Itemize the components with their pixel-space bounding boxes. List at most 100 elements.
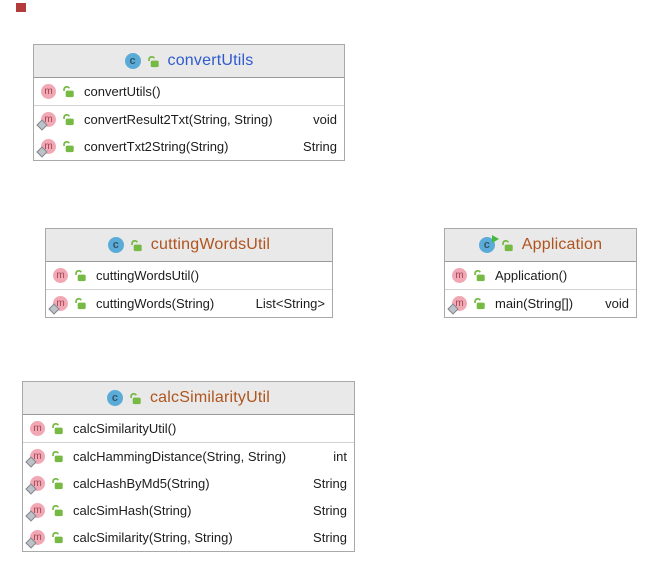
method-icon-letter: m bbox=[455, 298, 464, 309]
member-name: cuttingWords(String) bbox=[96, 296, 215, 311]
unlocked-padlock-icon bbox=[74, 297, 87, 310]
member-name: calcSimilarityUtil() bbox=[73, 421, 177, 436]
member-row[interactable]: m calcSimilarityUtil() bbox=[23, 415, 354, 442]
member-return-type: String bbox=[313, 476, 347, 491]
unlocked-padlock-icon bbox=[473, 297, 486, 310]
member-row[interactable]: m Application() bbox=[445, 262, 636, 289]
run-arrow-icon bbox=[491, 235, 499, 243]
member-name: convertUtils() bbox=[84, 84, 161, 99]
unlocked-padlock-icon bbox=[501, 239, 514, 252]
constructor-section: m cuttingWordsUtil() bbox=[46, 262, 332, 289]
member-row[interactable]: m cuttingWordsUtil() bbox=[46, 262, 332, 289]
method-icon-letter: m bbox=[33, 505, 42, 516]
static-method-icon: m bbox=[48, 296, 68, 315]
constructor-section: m Application() bbox=[445, 262, 636, 289]
member-name: convertResult2Txt(String, String) bbox=[84, 112, 273, 127]
member-return-type: void bbox=[605, 296, 629, 311]
class-header[interactable]: c calcSimilarityUtil bbox=[23, 382, 354, 415]
unlocked-padlock-icon bbox=[51, 422, 64, 435]
unlocked-padlock-icon bbox=[74, 269, 87, 282]
method-icon-letter: m bbox=[56, 270, 65, 281]
member-row[interactable]: m convertTxt2String(String) String bbox=[34, 133, 344, 160]
method-icon-letter: m bbox=[33, 478, 42, 489]
member-return-type: int bbox=[333, 449, 347, 464]
methods-section: m main(String[]) void bbox=[445, 289, 636, 317]
static-method-icon: m bbox=[36, 112, 56, 131]
member-row[interactable]: m cuttingWords(String) List<String> bbox=[46, 290, 332, 317]
method-icon: m bbox=[452, 268, 467, 283]
class-title: cuttingWordsUtil bbox=[150, 236, 271, 253]
member-row[interactable]: m calcSimilarity(String, String) String bbox=[23, 524, 354, 551]
class-box-cuttingwordsutil[interactable]: c cuttingWordsUtil m cuttingWordsUtil() … bbox=[45, 228, 333, 318]
member-name: Application() bbox=[495, 268, 568, 283]
member-return-type: List<String> bbox=[255, 296, 325, 311]
class-box-convertutils[interactable]: c convertUtils m convertUtils() m conver… bbox=[33, 44, 345, 161]
method-icon: m bbox=[53, 268, 68, 283]
member-row[interactable]: m convertResult2Txt(String, String) void bbox=[34, 106, 344, 133]
class-icon-letter: c bbox=[483, 239, 490, 251]
methods-section: m convertResult2Txt(String, String) void… bbox=[34, 105, 344, 160]
member-name: calcSimilarity(String, String) bbox=[73, 530, 233, 545]
member-name: cuttingWordsUtil() bbox=[96, 268, 200, 283]
static-method-icon: m bbox=[25, 530, 45, 549]
class-header[interactable]: c cuttingWordsUtil bbox=[46, 229, 332, 262]
runnable-class-icon: c bbox=[478, 235, 499, 253]
member-return-type: void bbox=[313, 112, 337, 127]
member-name: convertTxt2String(String) bbox=[84, 139, 229, 154]
member-return-type: String bbox=[313, 530, 347, 545]
method-icon-letter: m bbox=[33, 423, 42, 434]
member-name: main(String[]) bbox=[495, 296, 574, 311]
member-row[interactable]: m calcHammingDistance(String, String) in… bbox=[23, 443, 354, 470]
method-icon-letter: m bbox=[44, 86, 53, 97]
unlocked-padlock-icon bbox=[147, 55, 160, 68]
member-row[interactable]: m calcHashByMd5(String) String bbox=[23, 470, 354, 497]
class-icon-letter: c bbox=[129, 55, 136, 67]
class-title: convertUtils bbox=[167, 52, 254, 69]
method-icon: m bbox=[30, 421, 45, 436]
method-icon-letter: m bbox=[455, 270, 464, 281]
class-box-application[interactable]: c Application m Application() m main(Str… bbox=[444, 228, 637, 318]
class-header[interactable]: c Application bbox=[445, 229, 636, 262]
member-row[interactable]: m calcSimHash(String) String bbox=[23, 497, 354, 524]
method-icon-letter: m bbox=[44, 141, 53, 152]
static-method-icon: m bbox=[25, 476, 45, 495]
method-icon-letter: m bbox=[56, 298, 65, 309]
red-marker bbox=[16, 3, 26, 12]
static-method-icon: m bbox=[25, 449, 45, 468]
static-method-icon: m bbox=[447, 296, 467, 315]
member-return-type: String bbox=[313, 503, 347, 518]
method-icon: m bbox=[41, 84, 56, 99]
method-icon-letter: m bbox=[44, 114, 53, 125]
method-icon-letter: m bbox=[33, 532, 42, 543]
member-row[interactable]: m convertUtils() bbox=[34, 78, 344, 105]
member-row[interactable]: m main(String[]) void bbox=[445, 290, 636, 317]
unlocked-padlock-icon bbox=[62, 113, 75, 126]
class-title: Application bbox=[521, 236, 603, 253]
method-icon-letter: m bbox=[33, 451, 42, 462]
unlocked-padlock-icon bbox=[129, 392, 142, 405]
static-method-icon: m bbox=[25, 503, 45, 522]
unlocked-padlock-icon bbox=[473, 269, 486, 282]
class-icon-letter: c bbox=[111, 392, 119, 404]
methods-section: m calcHammingDistance(String, String) in… bbox=[23, 442, 354, 551]
constructor-section: m convertUtils() bbox=[34, 78, 344, 105]
member-name: calcSimHash(String) bbox=[73, 503, 192, 518]
class-box-calcsimilarityutil[interactable]: c calcSimilarityUtil m calcSimilarityUti… bbox=[22, 381, 355, 552]
unlocked-padlock-icon bbox=[130, 239, 143, 252]
unlocked-padlock-icon bbox=[51, 531, 64, 544]
unlocked-padlock-icon bbox=[62, 85, 75, 98]
class-icon: c bbox=[106, 390, 123, 406]
unlocked-padlock-icon bbox=[51, 504, 64, 517]
member-return-type: String bbox=[303, 139, 337, 154]
constructor-section: m calcSimilarityUtil() bbox=[23, 415, 354, 442]
class-icon: c bbox=[124, 53, 141, 69]
member-name: calcHammingDistance(String, String) bbox=[73, 449, 287, 464]
methods-section: m cuttingWords(String) List<String> bbox=[46, 289, 332, 317]
class-header[interactable]: c convertUtils bbox=[34, 45, 344, 78]
unlocked-padlock-icon bbox=[51, 450, 64, 463]
class-icon: c bbox=[107, 237, 124, 253]
static-method-icon: m bbox=[36, 139, 56, 158]
unlocked-padlock-icon bbox=[51, 477, 64, 490]
class-icon-letter: c bbox=[112, 239, 119, 251]
member-name: calcHashByMd5(String) bbox=[73, 476, 210, 491]
